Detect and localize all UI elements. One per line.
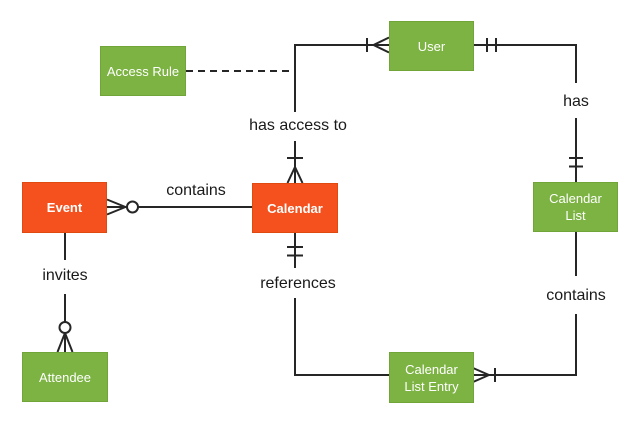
relationship-contains-entry-line bbox=[472, 232, 577, 383]
entity-calendar-list-entry: Calendar List Entry bbox=[389, 352, 474, 403]
connector-line bbox=[294, 298, 389, 376]
entity-access-rule: Access Rule bbox=[100, 46, 186, 96]
relationship-references-line bbox=[287, 233, 389, 376]
relationship-has-access-to-line bbox=[286, 36, 390, 184]
crows-foot-many-icon bbox=[472, 367, 490, 383]
crows-foot-many-icon bbox=[106, 198, 127, 216]
relationship-label-invites: invites bbox=[40, 267, 90, 285]
connector-line bbox=[474, 44, 577, 83]
one-and-only-one-bars-icon bbox=[287, 246, 303, 257]
zero-circle-icon bbox=[58, 321, 72, 334]
connector-line bbox=[294, 44, 389, 112]
relationship-label-contains-event: contains bbox=[164, 182, 228, 200]
relationship-has-line bbox=[474, 38, 583, 182]
relationship-label-references: references bbox=[258, 275, 338, 293]
entity-event: Event bbox=[22, 182, 107, 233]
relationship-contains-event-line bbox=[106, 198, 252, 216]
relationship-label-has: has bbox=[561, 93, 591, 111]
one-and-only-one-bars-icon bbox=[569, 157, 583, 168]
entity-calendar-list: Calendar List bbox=[533, 182, 618, 232]
crows-foot-many-icon bbox=[56, 332, 74, 353]
zero-circle-icon bbox=[126, 200, 139, 214]
crows-foot-many-icon bbox=[286, 166, 304, 184]
relationship-label-contains-entry: contains bbox=[544, 287, 608, 305]
crows-foot-many-icon bbox=[373, 36, 390, 54]
entity-calendar: Calendar bbox=[252, 183, 338, 233]
one-and-only-one-bars-icon bbox=[486, 38, 497, 52]
connector-line bbox=[473, 314, 577, 376]
entity-user: User bbox=[389, 21, 474, 71]
relationship-label-has-access-to: has access to bbox=[247, 117, 349, 135]
relationship-invites-line bbox=[56, 233, 74, 353]
entity-attendee: Attendee bbox=[22, 352, 108, 402]
